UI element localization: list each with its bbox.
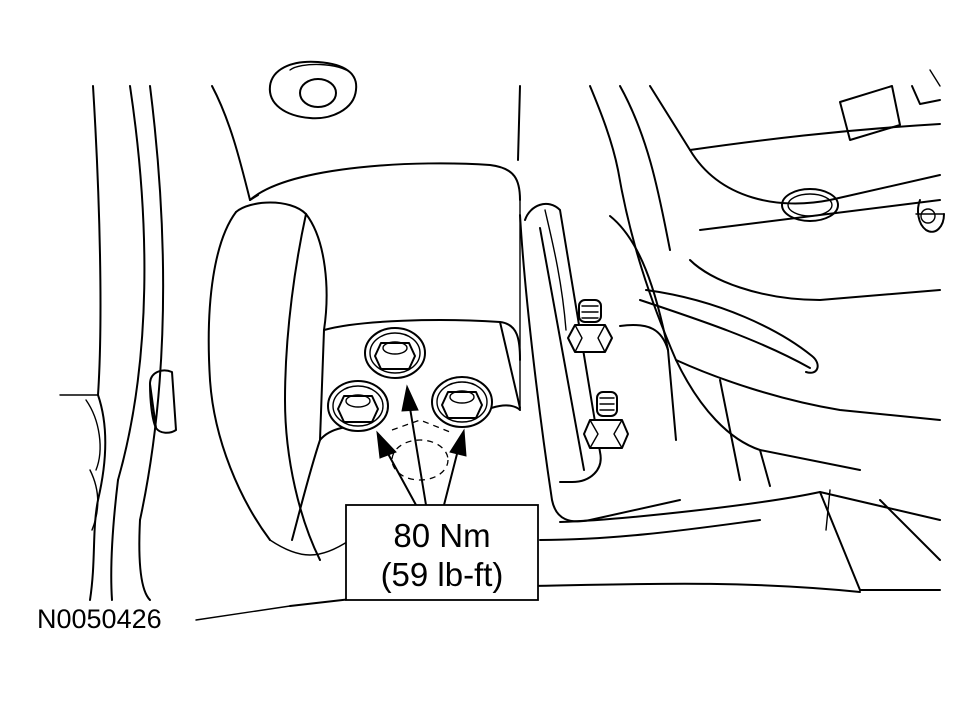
side-plate bbox=[519, 202, 681, 523]
bushing bbox=[149, 369, 177, 434]
figure-reference: N0050426 bbox=[37, 604, 291, 634]
torque-imperial-label: (59 lb-ft) bbox=[381, 556, 504, 593]
base-panel bbox=[289, 489, 941, 607]
hidden-fastener-outline bbox=[391, 419, 451, 481]
torque-callout: 80 Nm (59 lb-ft) bbox=[345, 504, 539, 601]
callout-arrow-left bbox=[376, 430, 417, 506]
mount-bracket bbox=[207, 162, 521, 561]
callout-arrow-center bbox=[401, 384, 427, 506]
torque-metric-label: 80 Nm bbox=[393, 517, 490, 554]
flange-nut-top bbox=[364, 327, 426, 379]
lower-stud-nut bbox=[583, 391, 629, 449]
upper-right-panel bbox=[781, 69, 945, 233]
upper-stud-nut bbox=[567, 299, 613, 353]
curved-cross-member bbox=[639, 123, 941, 374]
left-frame-rail bbox=[59, 85, 251, 601]
figure-reference-label: N0050426 bbox=[37, 604, 162, 634]
flange-nut-right bbox=[431, 376, 493, 428]
callout-arrow-right bbox=[443, 428, 467, 506]
flange-nut-left bbox=[327, 380, 389, 432]
upper-boss bbox=[268, 60, 358, 120]
vertical-frame-member bbox=[517, 85, 941, 487]
